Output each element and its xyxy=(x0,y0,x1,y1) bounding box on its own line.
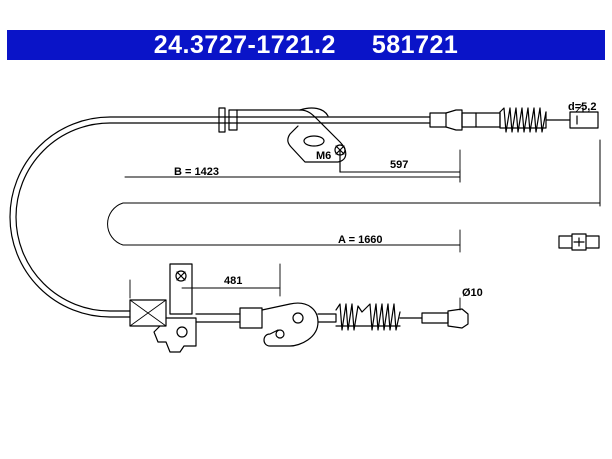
length-597-label: 597 xyxy=(390,159,408,171)
top-bracket xyxy=(218,107,347,173)
top-end-fitting xyxy=(429,107,599,133)
diameter-small-label: d=5,2 xyxy=(568,101,596,113)
length-481-label: 481 xyxy=(224,275,242,287)
thread-label: M6 xyxy=(316,150,331,162)
bottom-bracket xyxy=(129,263,469,353)
length-b-label: B = 1423 xyxy=(174,166,219,178)
length-a-label: A = 1660 xyxy=(338,234,383,246)
outer-cable xyxy=(9,116,431,318)
diameter-10-label: Ø10 xyxy=(462,287,483,299)
dimension-lines xyxy=(129,103,584,311)
title-bar: 24.3727-1721.2 581721 xyxy=(7,30,605,60)
cross-section-symbol xyxy=(558,233,600,251)
dimension-loop xyxy=(107,139,601,246)
reference-number: 581721 xyxy=(371,30,459,59)
dimension-labels: d=5,2 M6 597 B = 1423 A = 1660 481 Ø10 xyxy=(174,101,596,299)
part-number: 24.3727-1721.2 xyxy=(153,30,336,59)
